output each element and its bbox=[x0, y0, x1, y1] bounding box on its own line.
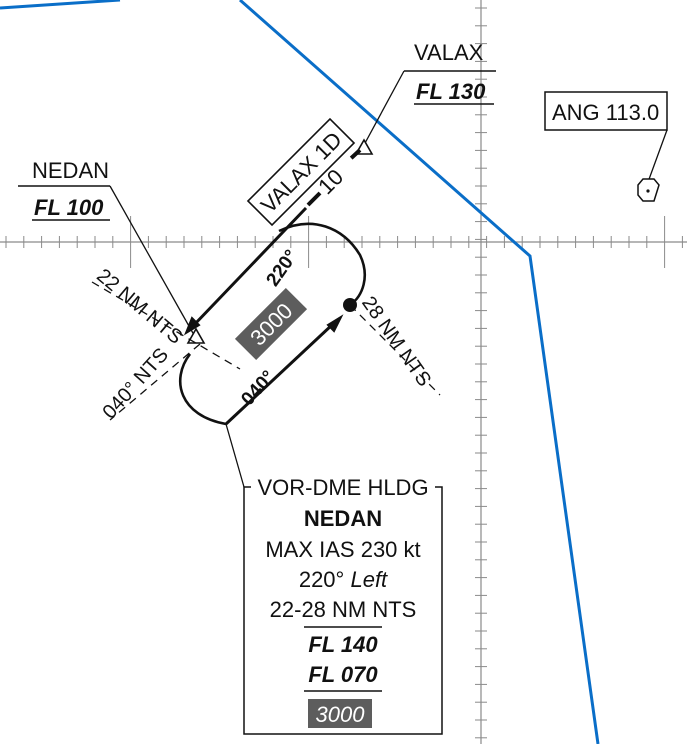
navaid-ang-label: ANG 113.0 bbox=[552, 100, 659, 125]
airspace-boundary bbox=[0, 0, 600, 744]
outbound-heading-label: 040° bbox=[237, 367, 279, 410]
waypoint-nedan-level: FL 100 bbox=[34, 195, 104, 220]
hold-info-turn: 220° Left bbox=[299, 567, 388, 592]
hold-info-title: VOR-DME HLDG bbox=[257, 475, 428, 500]
waypoint-valax[interactable]: VALAX FL 130 bbox=[354, 40, 496, 155]
waypoint-nedan-name: NEDAN bbox=[32, 158, 109, 183]
inner-limit-label: 22 NM NTS bbox=[92, 265, 186, 349]
hold-info-turn-heading: 220° bbox=[299, 567, 345, 592]
hold-info-box[interactable]: VOR-DME HLDG NEDAN MAX IAS 230 kt 220° L… bbox=[243, 475, 443, 735]
hold-info-max-level: FL 140 bbox=[308, 632, 378, 657]
hold-info-min-altitude: 3000 bbox=[316, 702, 366, 727]
fix-radial-label: 040° NTS bbox=[98, 344, 173, 423]
waypoint-valax-name: VALAX bbox=[414, 40, 484, 65]
waypoint-nedan-triangle-icon bbox=[186, 327, 206, 344]
outer-limit-label: 28 NM NTS bbox=[357, 292, 435, 390]
waypoint-nedan[interactable]: NEDAN FL 100 bbox=[18, 158, 206, 344]
hold-info-speed: MAX IAS 230 kt bbox=[265, 537, 420, 562]
hold-info-limits: 22-28 NM NTS bbox=[270, 597, 417, 622]
hold-info-fix: NEDAN bbox=[304, 506, 382, 531]
holding-pattern: 220° 040° 3000 22 NM NTS 040° NTS 28 NM … bbox=[91, 206, 441, 488]
navaid-ang[interactable]: ANG 113.0 bbox=[544, 91, 668, 202]
hold-info-turn-direction: Left bbox=[350, 567, 388, 592]
inbound-heading-label: 220° bbox=[263, 246, 303, 290]
waypoint-valax-level: FL 130 bbox=[416, 79, 486, 104]
hold-info-min-level: FL 070 bbox=[308, 662, 378, 687]
